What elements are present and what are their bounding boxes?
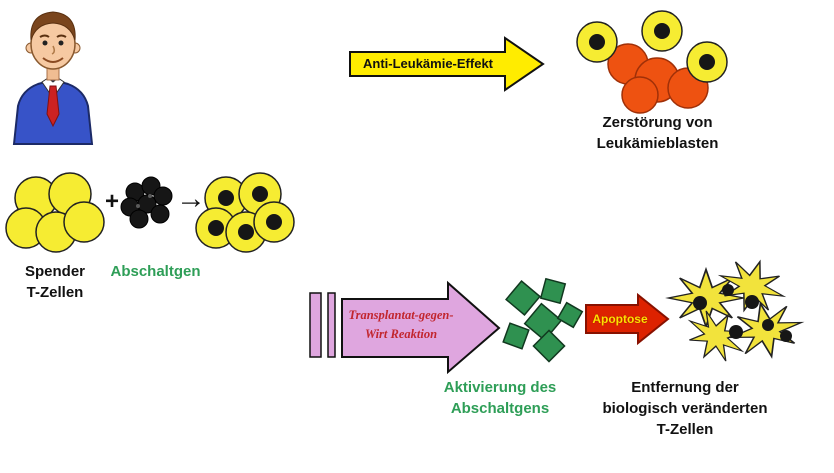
- activation-caption-line2: Abschaltgens: [450, 400, 550, 417]
- destruction-caption-line1: Zerstörung von: [602, 114, 713, 131]
- gvh-arrow-label: Transplantat-gegen- Wirt Reaktion: [336, 306, 466, 344]
- destruction-caption: Zerstörung von Leukämieblasten: [560, 112, 755, 154]
- anti-leukemia-arrow: [349, 36, 545, 92]
- leukemia-destruction-cluster: [576, 10, 728, 114]
- switchgene-caption: Abschaltgen: [110, 263, 201, 280]
- gvh-reaction-arrow: [341, 280, 501, 375]
- apoptotic-tcell-cluster: [667, 250, 808, 373]
- gvh-arrow-label-line1: Transplantat-gegen-: [348, 308, 454, 322]
- modified-tcell-cluster: [195, 172, 295, 253]
- gvh-arrow-label-line2: Wirt Reaktion: [364, 327, 438, 341]
- donor-tcell-caption-line1: Spender: [24, 263, 85, 280]
- apoptosis-arrow-label: Apoptose: [592, 312, 648, 326]
- apoptosis-arrow: [585, 292, 670, 346]
- removal-caption-line3: T-Zellen: [656, 421, 714, 438]
- right-arrow-glyph: →: [176, 182, 206, 215]
- activated-gene-diamonds: [502, 277, 584, 363]
- removal-caption: Entfernung der biologisch veränderten T-…: [575, 377, 795, 440]
- anti-leukemia-arrow-label: Anti-Leukämie-Effekt: [362, 56, 494, 71]
- removal-caption-line2: biologisch veränderten: [602, 400, 768, 417]
- gvh-barrier-bars: [309, 292, 336, 358]
- activation-caption: Aktivierung des Abschaltgens: [420, 377, 580, 419]
- donor-person-illustration: [12, 11, 94, 145]
- donor-tcell-caption-line2: T-Zellen: [26, 284, 84, 301]
- donor-tcell-caption: Spender T-Zellen: [5, 261, 105, 303]
- switchgene-cluster: [120, 176, 173, 229]
- removal-caption-line1: Entfernung der: [631, 379, 739, 396]
- donor-tcell-cluster: [5, 172, 105, 253]
- destruction-caption-line2: Leukämieblasten: [596, 135, 719, 152]
- plus-sign: +: [104, 188, 119, 215]
- activation-caption-line1: Aktivierung des: [443, 379, 557, 396]
